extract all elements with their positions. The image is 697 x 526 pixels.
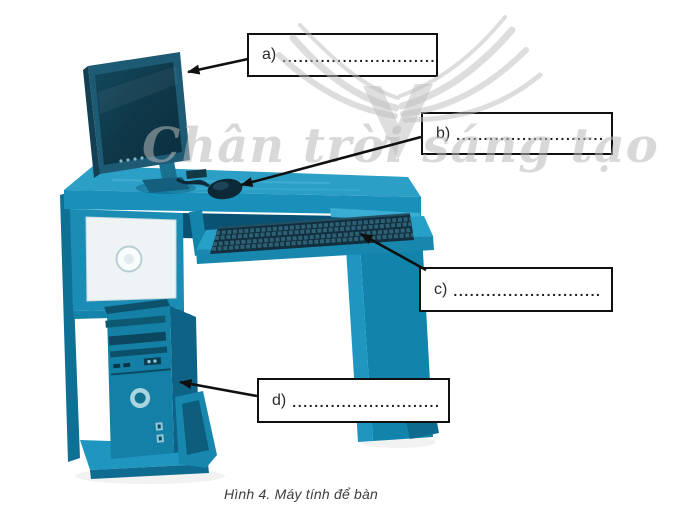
monitor-illustration xyxy=(83,52,207,194)
answer-dots-b: ........................... xyxy=(456,127,605,143)
answer-dots-d: ........................... xyxy=(292,394,441,410)
answer-label-a: a) xyxy=(262,46,277,63)
answer-label-b: b) xyxy=(436,124,451,142)
answer-box-c: c) ........................... xyxy=(419,267,613,312)
mouse-illustration xyxy=(176,177,243,200)
answer-box-a: a) ............................ xyxy=(247,33,438,77)
answer-box-d: d) ........................... xyxy=(257,378,450,423)
answer-box-b: b) ........................... xyxy=(421,112,613,155)
keyboard-illustration xyxy=(210,213,414,254)
answer-dots-c: ........................... xyxy=(453,283,602,299)
answer-label-d: d) xyxy=(272,391,287,409)
figure-caption: Hình 4. Máy tính để bàn xyxy=(223,486,379,502)
system-unit-illustration xyxy=(104,299,217,468)
answer-label-c: c) xyxy=(434,280,448,298)
answer-dots-a: ............................ xyxy=(282,48,436,65)
